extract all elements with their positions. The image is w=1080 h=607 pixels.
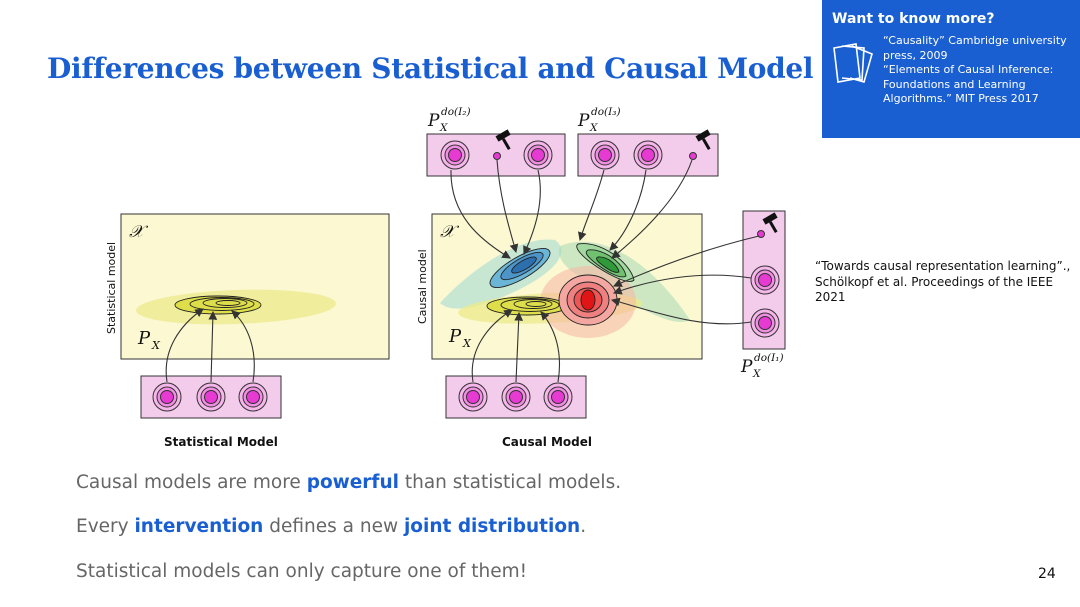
reference-item: “Elements of Causal Inference: Foundatio… (883, 63, 1054, 105)
highlight-term: intervention (134, 516, 264, 537)
svg-text:P: P (740, 357, 753, 377)
statistical-density-contours (174, 295, 262, 315)
further-reading-box: Want to know more? “Causality” Cambridge… (822, 0, 1080, 138)
svg-text:do(I₁): do(I₁) (754, 352, 784, 364)
intervention-box-i3 (577, 129, 719, 177)
intervention-label-i3: P X do(I₃) (577, 106, 621, 134)
variable-node (543, 382, 573, 412)
statistical-distribution-label: P X (137, 328, 161, 352)
bullet-statistical-limit: Statistical models can only capture one … (76, 561, 528, 582)
svg-text:X: X (589, 122, 598, 134)
causal-distribution-label: P X (448, 326, 472, 350)
svg-text:P: P (427, 111, 440, 131)
intervention-arrows (450, 159, 760, 325)
further-reading-refs: “Causality” Cambridge university press, … (883, 34, 1075, 107)
statistical-model-caption: Statistical Model (164, 435, 278, 449)
intervention-density-green (576, 243, 635, 282)
intervention-density-blue (489, 248, 551, 288)
variable-node (523, 140, 553, 170)
svg-text:X: X (439, 122, 448, 134)
hammer-icon (495, 129, 511, 150)
highlight-term: joint distribution (403, 516, 581, 537)
statistical-side-label: Statistical model (105, 242, 118, 334)
statistical-arrows (165, 308, 255, 383)
svg-text:P: P (448, 326, 462, 347)
causal-model-caption: Causal Model (502, 435, 593, 449)
variable-node (501, 382, 531, 412)
statistical-variables-box (140, 375, 282, 419)
hammer-icon (695, 129, 711, 150)
intervention-label-i1: P X do(I₁) (740, 352, 784, 380)
documents-icon (833, 43, 873, 83)
page-number: 24 (1038, 566, 1056, 582)
svg-text:X: X (752, 368, 761, 380)
causal-side-label: Causal model (416, 249, 429, 324)
causal-panel (431, 213, 703, 360)
causal-variables-box (445, 375, 587, 419)
variable-node (750, 265, 780, 295)
hammer-icon (762, 212, 778, 233)
variable-node (152, 382, 182, 412)
intervened-node (493, 152, 501, 160)
svg-text:X: X (151, 339, 161, 352)
paper-reference: “Towards causal representation learning”… (815, 259, 1071, 304)
variable-node (440, 140, 470, 170)
svg-text:P: P (137, 328, 151, 349)
svg-text:X: X (462, 337, 472, 350)
svg-text:do(I₃): do(I₃) (591, 106, 621, 118)
intervention-density-red (558, 274, 618, 326)
intervention-label-i2: P X do(I₂) (427, 106, 471, 134)
bullet-powerful: Causal models are more powerful than sta… (76, 472, 622, 493)
highlight-term: powerful (306, 472, 399, 493)
further-reading-heading: Want to know more? (832, 11, 995, 27)
svg-text:do(I₂): do(I₂) (441, 106, 471, 118)
causal-observational-arrows (471, 309, 561, 383)
slide-title: Differences between Statistical and Caus… (47, 52, 814, 85)
svg-text:P: P (577, 111, 590, 131)
intervention-box-i2 (426, 129, 566, 177)
observational-density (486, 296, 568, 316)
variable-node (238, 382, 268, 412)
statistical-panel (120, 213, 390, 360)
variable-node (633, 140, 663, 170)
bullet-intervention: Every intervention defines a new joint d… (76, 516, 587, 537)
intervened-node (757, 230, 765, 238)
intervention-box-i1 (742, 210, 786, 350)
intervened-node (689, 152, 697, 160)
variable-node (196, 382, 226, 412)
variable-node (590, 140, 620, 170)
reference-item: “Causality” Cambridge university press, … (883, 34, 1067, 62)
variable-node (750, 308, 780, 338)
variable-node (458, 382, 488, 412)
